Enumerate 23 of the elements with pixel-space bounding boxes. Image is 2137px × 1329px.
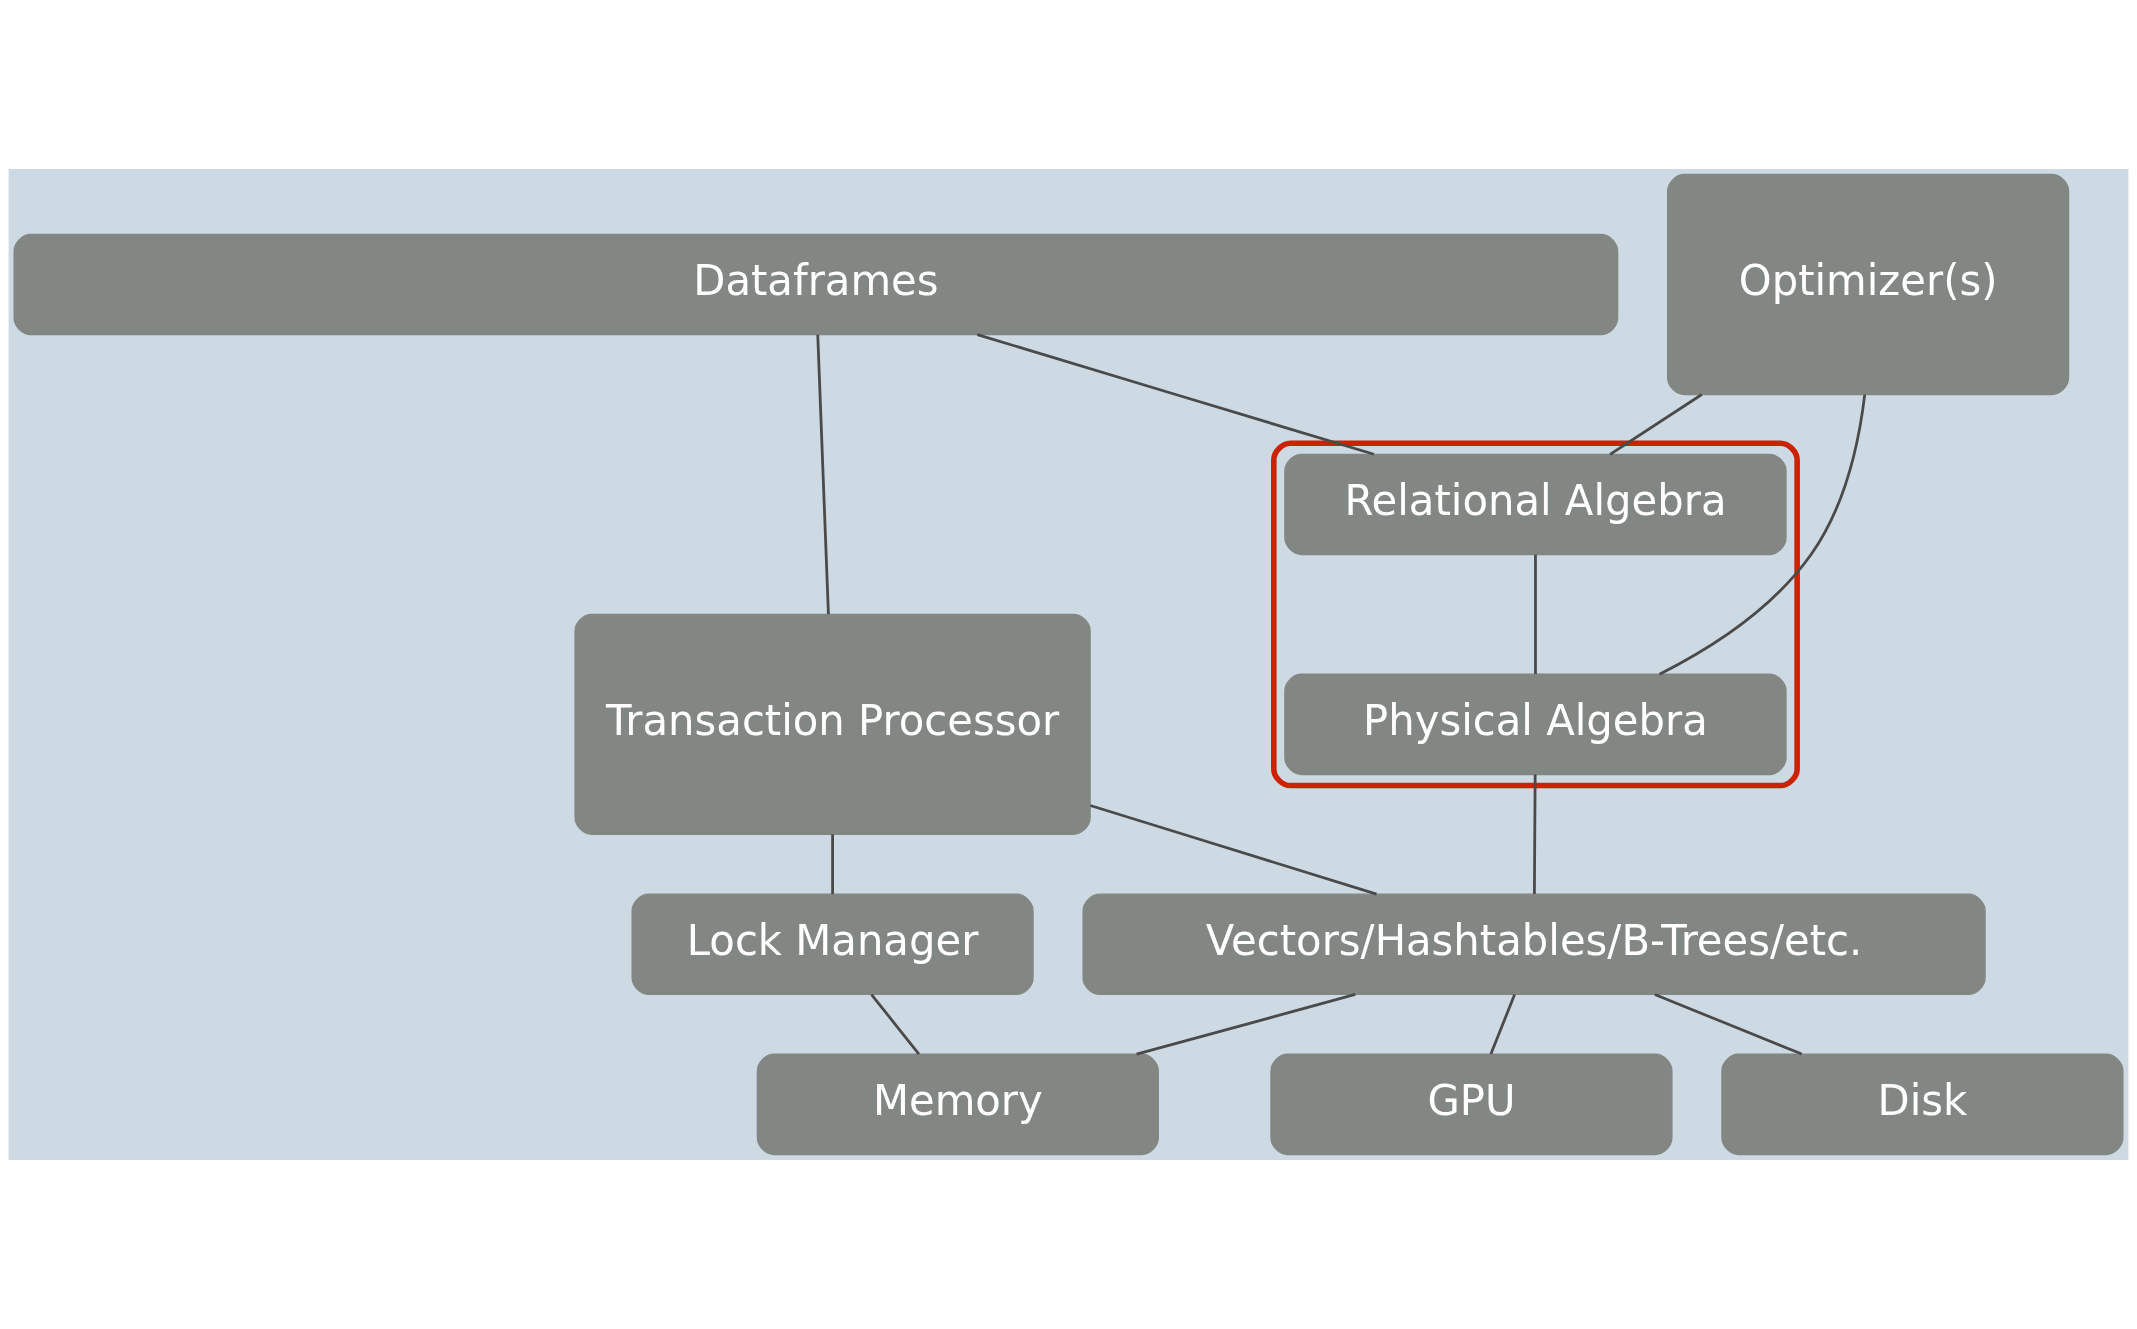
connector [1533,774,1537,894]
connector [816,334,830,615]
node-box: Memory [756,1053,1159,1156]
node-box: Transaction Processor [574,613,1091,835]
connector [870,993,920,1055]
connector [1136,993,1356,1056]
node-box: Physical Algebra [1284,673,1787,776]
node-box: Optimizer(s) [1667,173,2070,396]
node-box: Disk [1721,1053,2124,1156]
node-box: Relational Algebra [1284,453,1787,556]
node-box: Dataframes [13,233,1619,336]
connector [1089,804,1377,896]
node-box: GPU [1270,1053,1673,1156]
node-box: Vectors/Hashtables/B-Trees/etc. [1082,893,1986,996]
connector [1534,554,1537,674]
node-box: Lock Manager [631,893,1034,996]
connector [831,834,834,895]
connector [1609,393,1703,456]
connector [1654,993,1803,1056]
connector [1658,394,1867,676]
cluster [1271,440,1800,789]
connector [1489,994,1516,1055]
connector [976,333,1375,456]
